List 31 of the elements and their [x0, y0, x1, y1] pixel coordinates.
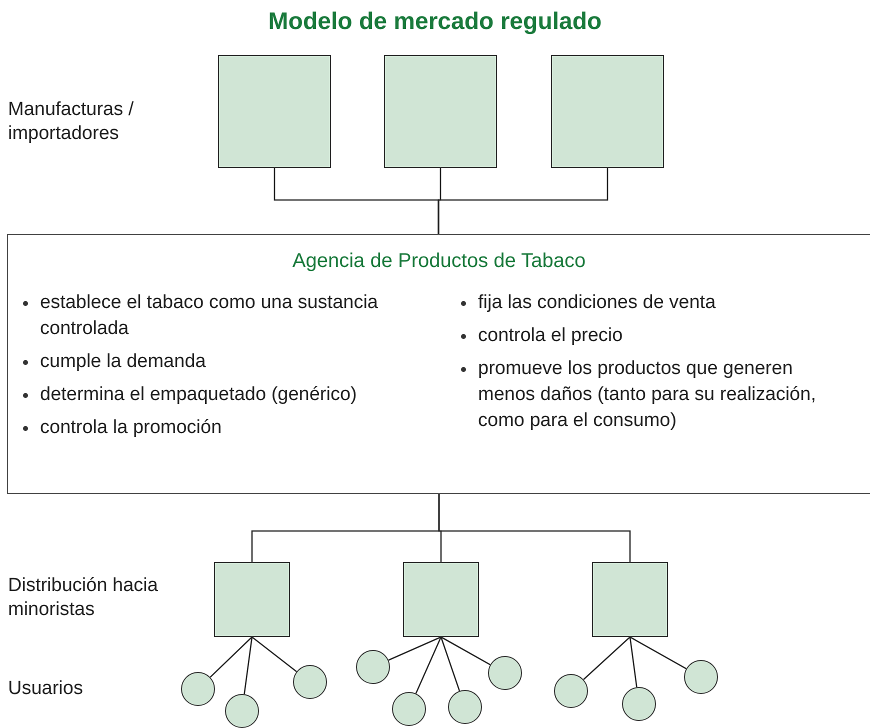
- level-label: Distribución hacia minoristas: [8, 574, 159, 622]
- agency-box: [7, 234, 870, 494]
- bullet-text: cumple la demanda: [40, 350, 206, 374]
- connector-line: [415, 636, 442, 694]
- connector-line: [252, 636, 297, 672]
- entity-box: [551, 55, 664, 168]
- bullet-text: controla la promoción: [40, 416, 222, 440]
- connector-line: [440, 636, 460, 692]
- connector-line: [388, 636, 442, 661]
- diagram-title: Modelo de mercado regulado: [268, 7, 602, 37]
- entity-box: [403, 562, 479, 637]
- bullet-text: controla el precio: [478, 324, 623, 348]
- connector-line: [438, 168, 608, 234]
- connector-line: [440, 636, 490, 666]
- entity-box: [214, 562, 290, 637]
- connector-line: [244, 636, 253, 694]
- level-label: Manufacturas / importadores: [8, 98, 135, 146]
- agency-heading: Agencia de Productos de Tabaco: [292, 249, 586, 274]
- connector-line: [630, 636, 686, 670]
- entity-box: [384, 55, 497, 168]
- entity-box: [592, 562, 668, 637]
- entity-box: [218, 55, 331, 168]
- bullet-text: fija las condiciones de venta: [478, 291, 716, 315]
- level-label: Usuarios: [8, 677, 84, 701]
- connector-line: [210, 636, 252, 678]
- connector-line: [438, 494, 631, 562]
- bullet-text: establece el tabaco como una sustancia controlada: [40, 291, 379, 341]
- connector-line: [629, 636, 638, 688]
- bullet-text: promueve los productos que generen menos daños (tanto para su realización, como para el consumo): [478, 357, 817, 433]
- bullet-text: determina el empaquetado (genérico): [40, 383, 357, 407]
- connector-line: [583, 636, 630, 680]
